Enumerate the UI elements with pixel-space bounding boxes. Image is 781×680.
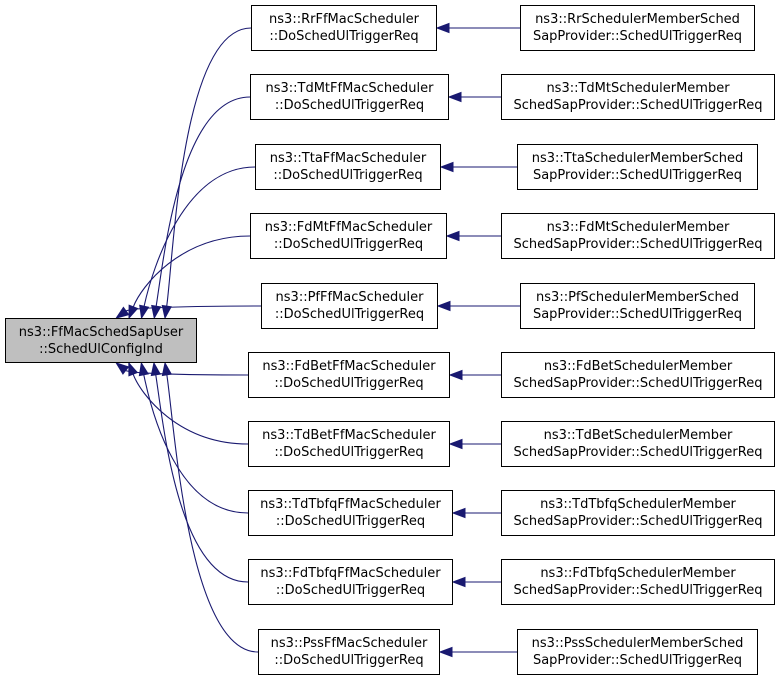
provider-node-line2: SchedSapProvider::SchedUlTriggerReq (513, 376, 763, 391)
provider-node-fdtbfq[interactable]: ns3::FdTbfqSchedulerMember SchedSapProvi… (501, 559, 775, 605)
provider-node-tta[interactable]: ns3::TtaSchedulerMemberSched SapProvider… (517, 144, 758, 190)
provider-node-line2: SchedSapProvider::SchedUlTriggerReq (513, 237, 763, 252)
provider-node-line2: SapProvider::SchedUlTriggerReq (532, 307, 743, 322)
scheduler-node-line2: ::DoSchedUlTriggerReq (269, 29, 419, 44)
provider-node-pss[interactable]: ns3::PssSchedulerMemberSched SapProvider… (517, 629, 758, 675)
provider-node-line2: SchedSapProvider::SchedUlTriggerReq (513, 98, 763, 113)
scheduler-node-line1: ns3::TdBetFfMacScheduler (262, 428, 436, 443)
provider-edge-arrow (438, 646, 453, 658)
caller-edge-arrow (138, 361, 150, 377)
caller-edge-arrow (161, 361, 173, 377)
scheduler-node-tdmt[interactable]: ns3::TdMtFfMacScheduler ::DoSchedUlTrigg… (250, 74, 449, 120)
scheduler-node-line1: ns3::FdTbfqFfMacScheduler (260, 566, 441, 581)
scheduler-node-fdbet[interactable]: ns3::FdBetFfMacScheduler ::DoSchedUlTrig… (248, 352, 450, 398)
caller-edge (143, 166, 256, 307)
provider-node-line1: ns3::PssSchedulerMemberSched (531, 636, 744, 651)
provider-node-line1: ns3::RrSchedulerMemberSched (535, 12, 740, 27)
caller-edge-arrow (161, 304, 172, 320)
scheduler-node-line1: ns3::FdBetFfMacScheduler (262, 359, 436, 374)
provider-node-line2: SchedSapProvider::SchedUlTriggerReq (513, 514, 763, 529)
provider-node-fdbet[interactable]: ns3::FdBetSchedulerMember SchedSapProvid… (501, 352, 775, 398)
provider-edge-arrow (435, 22, 450, 34)
caller-edge (166, 374, 259, 653)
root-node-line1: ns3::FfMacSchedSapUser (18, 324, 184, 340)
caller-edge (155, 96, 251, 307)
caller-edge (143, 374, 249, 514)
scheduler-node-rr[interactable]: ns3::RrFfMacScheduler ::DoSchedUlTrigger… (251, 5, 437, 51)
provider-edge-arrow (451, 576, 466, 588)
scheduler-node-line1: ns3::TtaFfMacScheduler (269, 151, 427, 166)
provider-node-tdtbfq[interactable]: ns3::TdTbfqSchedulerMember SchedSapProvi… (501, 490, 775, 536)
scheduler-node-pss[interactable]: ns3::PssFfMacScheduler ::DoSchedUlTrigge… (258, 629, 440, 675)
provider-node-line2: SapProvider::SchedUlTriggerReq (532, 168, 743, 183)
scheduler-node-line1: ns3::RrFfMacScheduler (269, 12, 419, 27)
scheduler-node-line2: ::DoSchedUlTriggerReq (274, 445, 424, 460)
scheduler-node-pf[interactable]: ns3::PfFfMacScheduler ::DoSchedUlTrigger… (261, 283, 438, 329)
provider-node-line1: ns3::TdBetSchedulerMember (543, 428, 733, 443)
provider-edge-arrow (448, 369, 463, 381)
provider-edge-arrow (436, 300, 451, 312)
provider-node-line2: SchedSapProvider::SchedUlTriggerReq (513, 583, 763, 598)
provider-node-line2: SchedSapProvider::SchedUlTriggerReq (513, 445, 763, 460)
provider-node-tdbet[interactable]: ns3::TdBetSchedulerMember SchedSapProvid… (501, 421, 775, 467)
provider-node-line1: ns3::TtaSchedulerMemberSched (531, 151, 744, 166)
provider-node-line1: ns3::FdTbfqSchedulerMember (540, 566, 736, 581)
scheduler-node-line1: ns3::PssFfMacScheduler (270, 636, 428, 651)
caller-edge-arrow (128, 304, 139, 320)
caller-edge-arrow (115, 306, 130, 319)
caller-edge-arrow (139, 304, 150, 320)
scheduler-node-line1: ns3::PfFfMacScheduler (275, 290, 424, 305)
scheduler-node-line2: ::DoSchedUlTriggerReq (273, 168, 423, 183)
scheduler-node-tdbet[interactable]: ns3::TdBetFfMacScheduler ::DoSchedUlTrig… (248, 421, 450, 467)
provider-node-line1: ns3::TdTbfqSchedulerMember (540, 497, 736, 512)
provider-edge-arrow (448, 438, 463, 450)
caller-edge-arrow (115, 362, 130, 375)
scheduler-node-fdtbfq[interactable]: ns3::FdTbfqFfMacScheduler ::DoSchedUlTri… (248, 559, 453, 605)
caller-edge (166, 27, 252, 307)
provider-edge-arrow (451, 507, 466, 519)
scheduler-node-tdtbfq[interactable]: ns3::TdTbfqFfMacScheduler ::DoSchedUlTri… (248, 490, 453, 536)
caller-edge (132, 374, 249, 445)
caller-edge (125, 305, 262, 312)
provider-node-line2: SapProvider::SchedUlTriggerReq (532, 653, 743, 668)
provider-edge-arrow (439, 161, 454, 173)
scheduler-node-line2: ::DoSchedUlTriggerReq (273, 237, 424, 252)
scheduler-node-line1: ns3::TdTbfqFfMacScheduler (260, 497, 441, 512)
caller-edge-arrow (151, 304, 162, 320)
provider-node-pf[interactable]: ns3::PfSchedulerMemberSched SapProvider:… (520, 283, 755, 329)
caller-edge (132, 235, 251, 308)
provider-node-line1: ns3::TdMtSchedulerMember (546, 81, 730, 96)
scheduler-node-fdmt[interactable]: ns3::FdMtFfMacScheduler ::DoSchedUlTrigg… (250, 213, 447, 259)
scheduler-node-line2: ::DoSchedUlTriggerReq (274, 307, 425, 322)
caller-edge-arrow (128, 361, 139, 377)
provider-edge-arrow (445, 230, 460, 242)
caller-edge-arrow (150, 361, 162, 377)
root-node-line2: ::SchedUlConfigInd (39, 341, 163, 357)
provider-node-tdmt[interactable]: ns3::TdMtSchedulerMember SchedSapProvide… (501, 74, 775, 120)
scheduler-node-line2: ::DoSchedUlTriggerReq (274, 98, 425, 113)
provider-node-line1: ns3::PfSchedulerMemberSched (536, 290, 739, 305)
root-node[interactable]: ns3::FfMacSchedSapUser ::SchedUlConfigIn… (5, 318, 197, 363)
scheduler-node-line1: ns3::FdMtFfMacScheduler (264, 220, 433, 235)
provider-node-rr[interactable]: ns3::RrSchedulerMemberSched SapProvider:… (520, 5, 755, 51)
provider-edge-arrow (447, 91, 462, 103)
scheduler-node-line2: ::DoSchedUlTriggerReq (274, 653, 424, 668)
scheduler-node-line2: ::DoSchedUlTriggerReq (274, 376, 424, 391)
provider-node-line1: ns3::FdBetSchedulerMember (543, 359, 733, 374)
provider-node-fdmt[interactable]: ns3::FdMtSchedulerMember SchedSapProvide… (501, 213, 775, 259)
scheduler-node-line1: ns3::TdMtFfMacScheduler (265, 81, 434, 96)
scheduler-node-line2: ::DoSchedUlTriggerReq (275, 514, 426, 529)
provider-node-line1: ns3::FdMtSchedulerMember (546, 220, 730, 235)
scheduler-node-tta[interactable]: ns3::TtaFfMacScheduler ::DoSchedUlTrigge… (255, 144, 441, 190)
provider-node-line2: SapProvider::SchedUlTriggerReq (532, 29, 743, 44)
caller-edge (155, 374, 249, 583)
scheduler-node-line2: ::DoSchedUlTriggerReq (275, 583, 426, 598)
